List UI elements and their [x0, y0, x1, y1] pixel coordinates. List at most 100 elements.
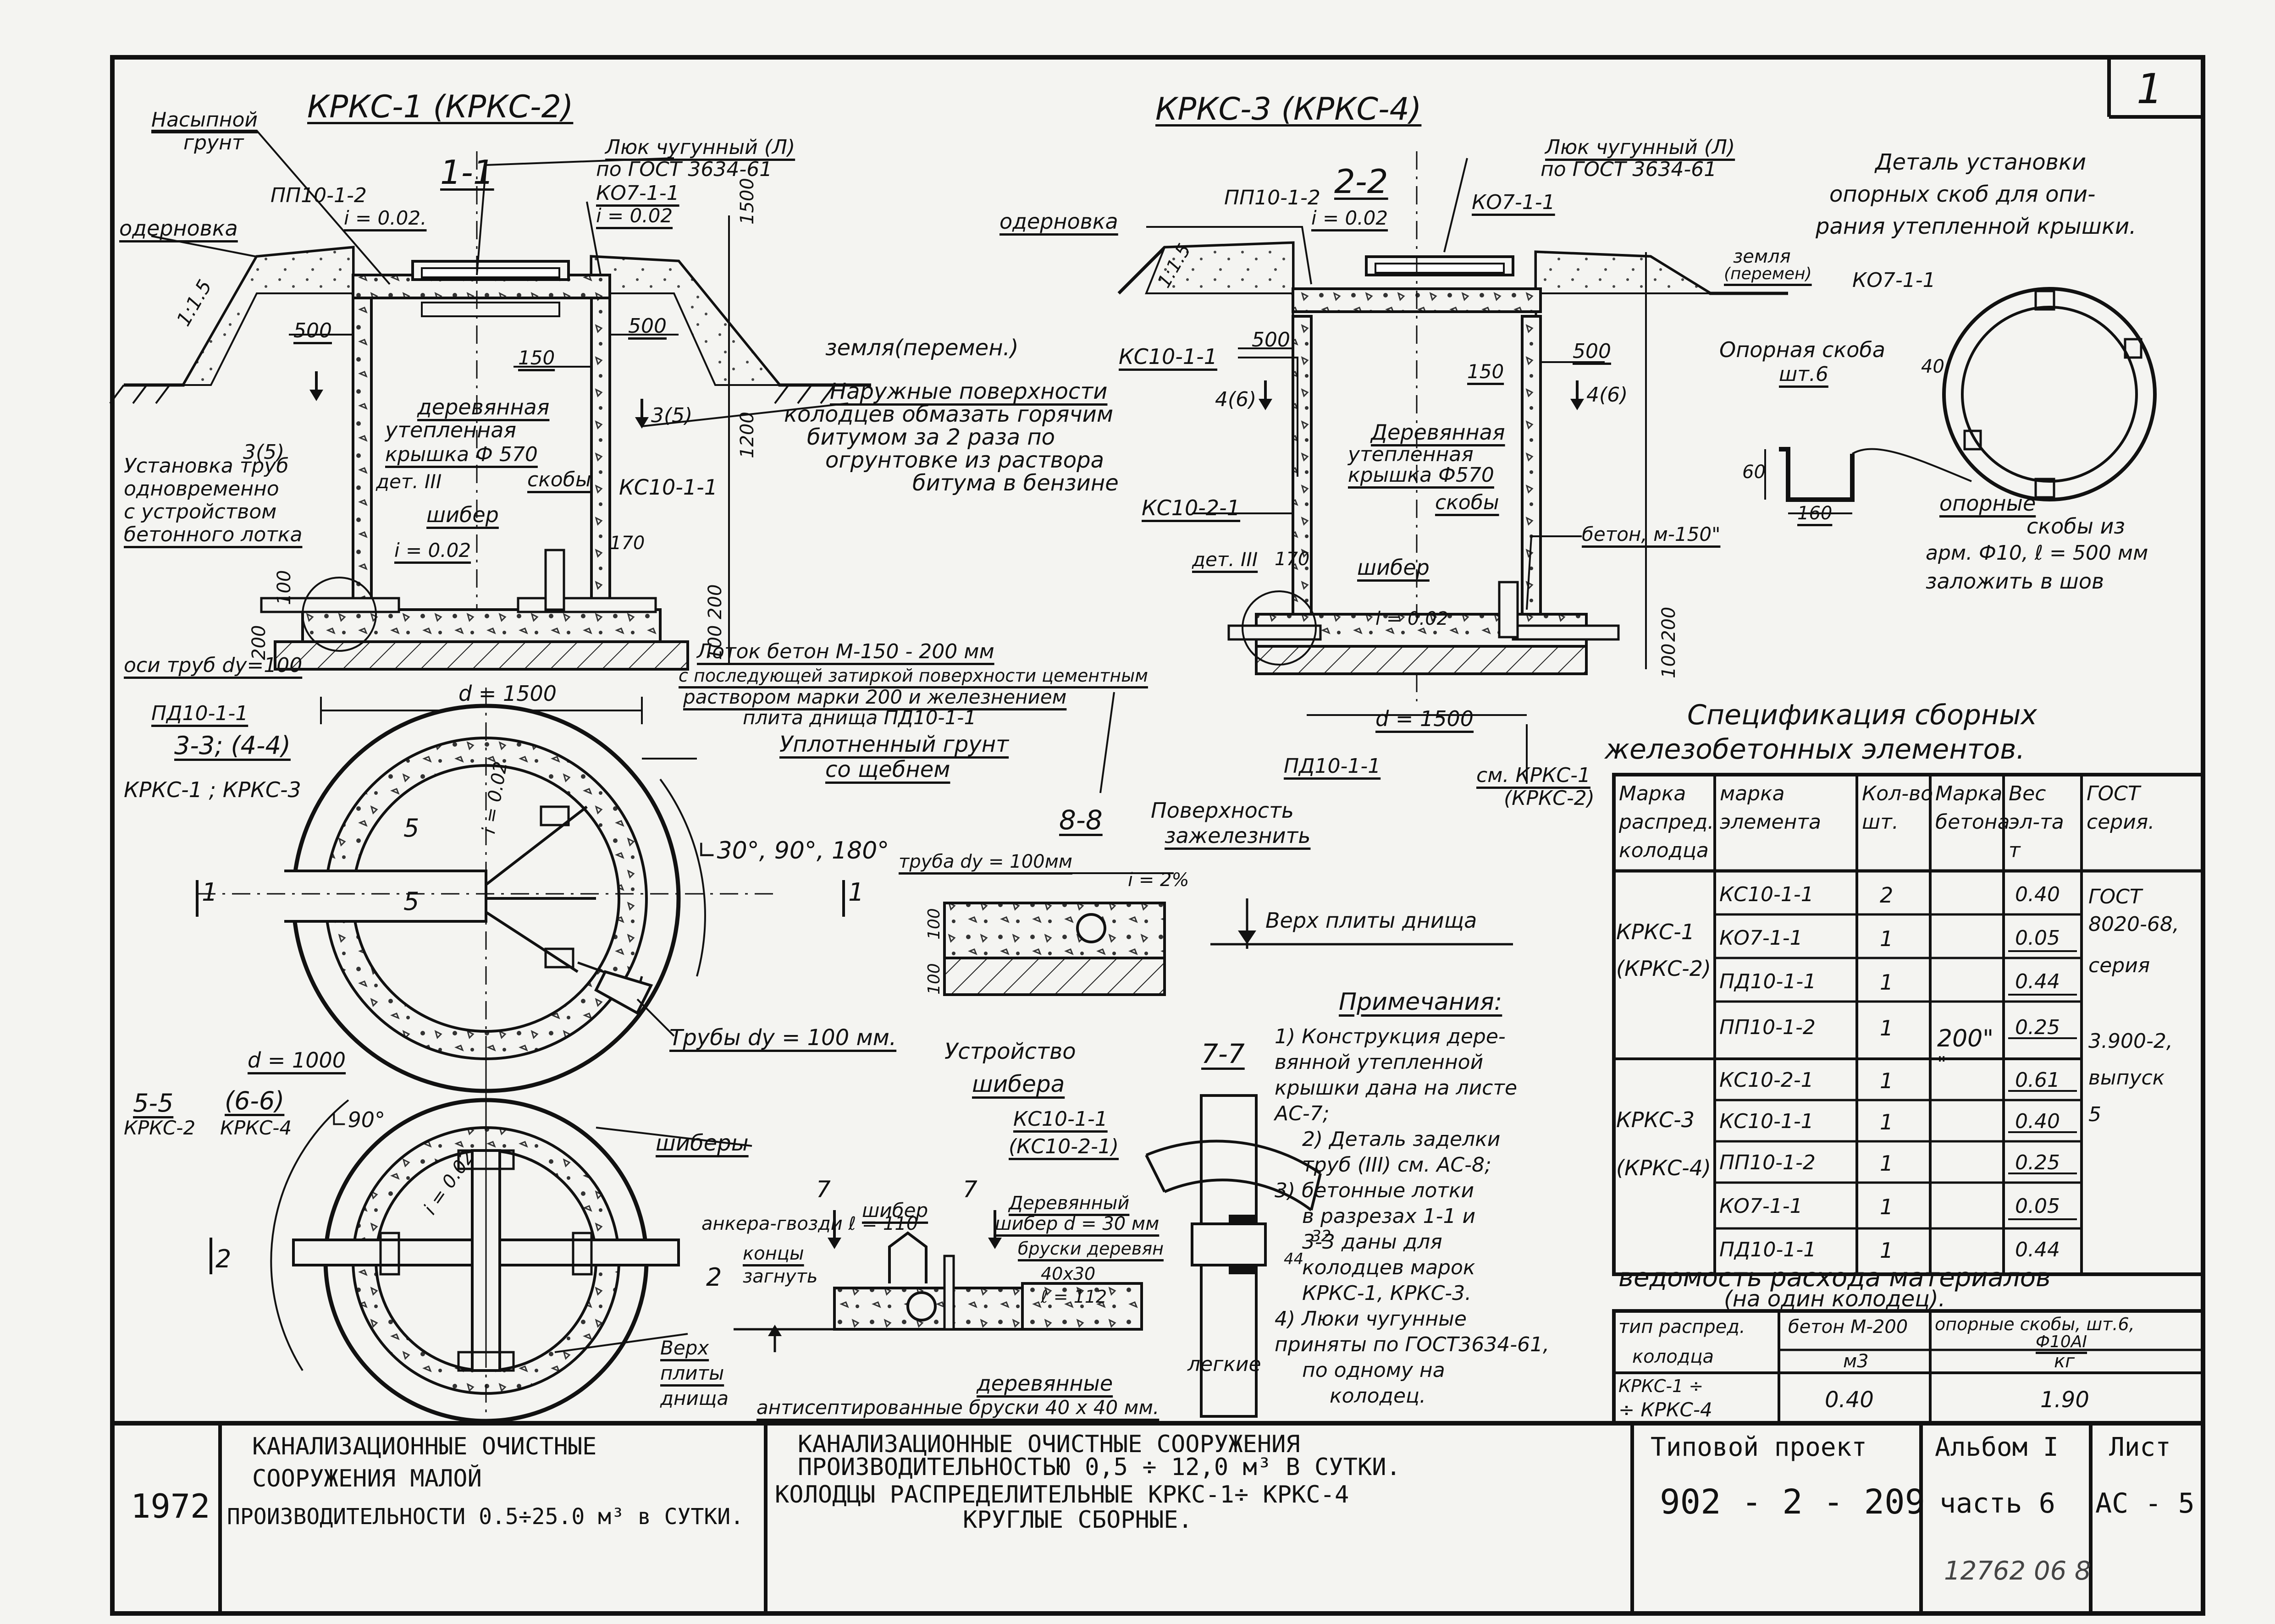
label-derev-right-3: крышка Ф570 — [1348, 463, 1494, 487]
marker-7-b: 7 — [963, 1176, 977, 1203]
spec-table-grid — [1612, 773, 2205, 1276]
label-i-left-bottom: i = 0.02 — [394, 539, 471, 562]
label-naruzh-4: огрунтовке из раствора — [825, 447, 1104, 473]
spec-weight: 0.25 — [2015, 1151, 2060, 1174]
label-ust-2: одновременно — [124, 477, 279, 501]
label-shiber-s: шибер — [862, 1199, 928, 1222]
spec-header-cell: серия. — [2087, 810, 2155, 834]
materials-header-brackets: опорные скобы, шт.6, — [1935, 1314, 2135, 1334]
label-zemlya-right-1: земля — [1733, 246, 1791, 267]
spec-header-cell: колодца — [1619, 839, 1709, 862]
label-pp-right: ПП10-1-2 — [1224, 186, 1320, 209]
spec-weight: 0.25 — [2015, 1016, 2060, 1039]
label-ustr-1: Устройство — [944, 1039, 1076, 1064]
spec-title-2: железобетонных элементов. — [1605, 733, 2025, 765]
note-line: КРКС-1, КРКС-3. — [1302, 1282, 1472, 1305]
label-derev-left-3: крышка Ф 570 — [385, 443, 538, 466]
shiber-detail-geometry — [734, 1094, 1322, 1418]
spec-qty: 1 — [1880, 926, 1894, 951]
label-kc-left: КС10-1-1 — [619, 475, 718, 500]
label-pov-2: зажелезнить — [1165, 823, 1311, 848]
dim-150-left: 150 — [518, 347, 555, 369]
note-line: крышки дана на листе — [1275, 1076, 1518, 1100]
dim-500-right-1: 500 — [1252, 328, 1290, 352]
label-ustr-2: шибера — [972, 1071, 1065, 1097]
materials-table-grid — [1612, 1309, 2205, 1425]
label-luk-right-2: по ГОСТ 3634-61 — [1541, 158, 1717, 181]
label-kc-right-2: КС10-2-1 — [1142, 495, 1241, 520]
spec-header-cell: ГОСТ — [2087, 782, 2140, 805]
dim-d-1500-right: d = 1500 — [1375, 706, 1474, 731]
label-sm-1: см. КРКС-1 — [1476, 764, 1590, 787]
tb-project-label: Типовой проект — [1651, 1432, 1867, 1462]
spec-weight: 0.61 — [2015, 1068, 2060, 1092]
spec-concrete: 200" — [1937, 1025, 1994, 1052]
label-d-1000: d = 1000 — [248, 1048, 346, 1073]
dim-170-right: 170 — [1275, 549, 1310, 570]
label-lotok-4: плита днища ПД10-1-1 — [743, 706, 977, 729]
label-derev-b-1: деревянные — [977, 1371, 1113, 1396]
spec-element: ПП10-1-2 — [1719, 1151, 1816, 1174]
label-pd-left: ПД10-1-1 — [151, 702, 248, 725]
marker-2-a: 2 — [215, 1244, 232, 1273]
spec-gost: 8020-68, — [2088, 913, 2179, 936]
materials-header-concrete-unit: м3 — [1843, 1351, 1869, 1372]
label-angle-90: ∟90° — [330, 1107, 386, 1132]
label-truba-88: труба dу = 100мм — [899, 851, 1072, 872]
spec-weight: 0.40 — [2015, 883, 2060, 906]
note-line: труб (III) см. АС-8; — [1302, 1153, 1491, 1177]
spec-header-cell: Вес — [2009, 782, 2046, 805]
label-lotok-2: с последующей затиркой поверхности цемен… — [679, 666, 1148, 686]
dim-1200: 1200 — [737, 412, 758, 458]
materials-row-type-2: ÷ КРКС-4 — [1618, 1398, 1712, 1421]
label-odernovka-right: одерновка — [999, 209, 1118, 234]
label-truby: Трубы dу = 100 мм. — [669, 1025, 897, 1051]
note-line: 4) Люки чугунные — [1275, 1307, 1467, 1331]
marker-5-b: 5 — [403, 887, 420, 916]
tb-left-1: КАНАЛИЗАЦИОННЫЕ ОЧИСТНЫЕ — [252, 1433, 597, 1460]
label-bruski-2: 40x30 — [1041, 1264, 1096, 1284]
materials-header-type-2: колодца — [1632, 1346, 1714, 1367]
label-skoby-left: скобы — [527, 468, 591, 491]
label-derev-shiber-1: Деревянный — [1009, 1193, 1130, 1214]
marker-4-6-b: 4(6) — [1586, 383, 1628, 407]
dim-44: 44 — [1284, 1250, 1304, 1268]
spec-qty: 1 — [1880, 1151, 1894, 1176]
spec-group-2-b: (КРКС-4) — [1616, 1156, 1711, 1180]
label-detail-3: рания утепленной крышки. — [1816, 214, 2137, 239]
section-label-5-5-sub: КРКС-2 — [124, 1117, 196, 1139]
label-luk-right-1: Люк чугунный (Л) — [1545, 136, 1735, 159]
note-line: АС-7; — [1275, 1102, 1330, 1125]
label-opornaya-1: Опорная скоба — [1719, 337, 1885, 362]
dim-160: 160 — [1797, 503, 1833, 524]
label-naruzh-2: колодцев обмазать горячим — [784, 402, 1114, 427]
label-verh-plity: Верх плиты днища — [1265, 908, 1477, 933]
spec-header-cell: Марка — [1935, 782, 2003, 805]
spec-qty: 1 — [1880, 1238, 1894, 1263]
plan-5-5-geometry — [210, 1036, 680, 1423]
label-luk-left-1: Люк чугунный (Л) — [605, 136, 795, 159]
label-verh-2: плиты — [660, 1362, 724, 1384]
note-line: вянной утепленной — [1275, 1051, 1484, 1074]
dim-32: 32 — [1311, 1227, 1331, 1245]
spec-element: КО7-1-1 — [1719, 1195, 1803, 1218]
spec-gost: 5 — [2088, 1103, 2101, 1126]
plan-3-3-geometry — [196, 688, 845, 1114]
materials-row-concrete: 0.40 — [1825, 1387, 1874, 1413]
spec-element: КС10-1-1 — [1719, 883, 1814, 906]
note-line: 3) бетонные лотки — [1275, 1179, 1474, 1202]
tb-mid-1: КАНАЛИЗАЦИОННЫЕ ОЧИСТНЫЕ СООРУЖЕНИЯ — [798, 1431, 1300, 1458]
label-ko-detail: КО7-1-1 — [1852, 269, 1936, 292]
dim-1500: 1500 — [737, 178, 758, 225]
note-line: по одному на — [1302, 1359, 1445, 1382]
tb-sheet-label: Лист — [2109, 1432, 2171, 1462]
marker-2-b: 2 — [706, 1263, 722, 1292]
spec-header-cell: Марка — [1619, 782, 1686, 805]
spec-gost: 3.900-2, — [2088, 1029, 2173, 1053]
label-luk-left-2: по ГОСТ 3634-61 — [596, 158, 773, 181]
label-detail-2: опорных скоб для опи- — [1829, 182, 2096, 207]
spec-element: КО7-1-1 — [1719, 926, 1803, 950]
dim-500-left-2: 500 — [628, 314, 667, 338]
label-pd-right: ПД10-1-1 — [1284, 754, 1381, 778]
marker-3-5-b: 3(5) — [651, 404, 693, 427]
